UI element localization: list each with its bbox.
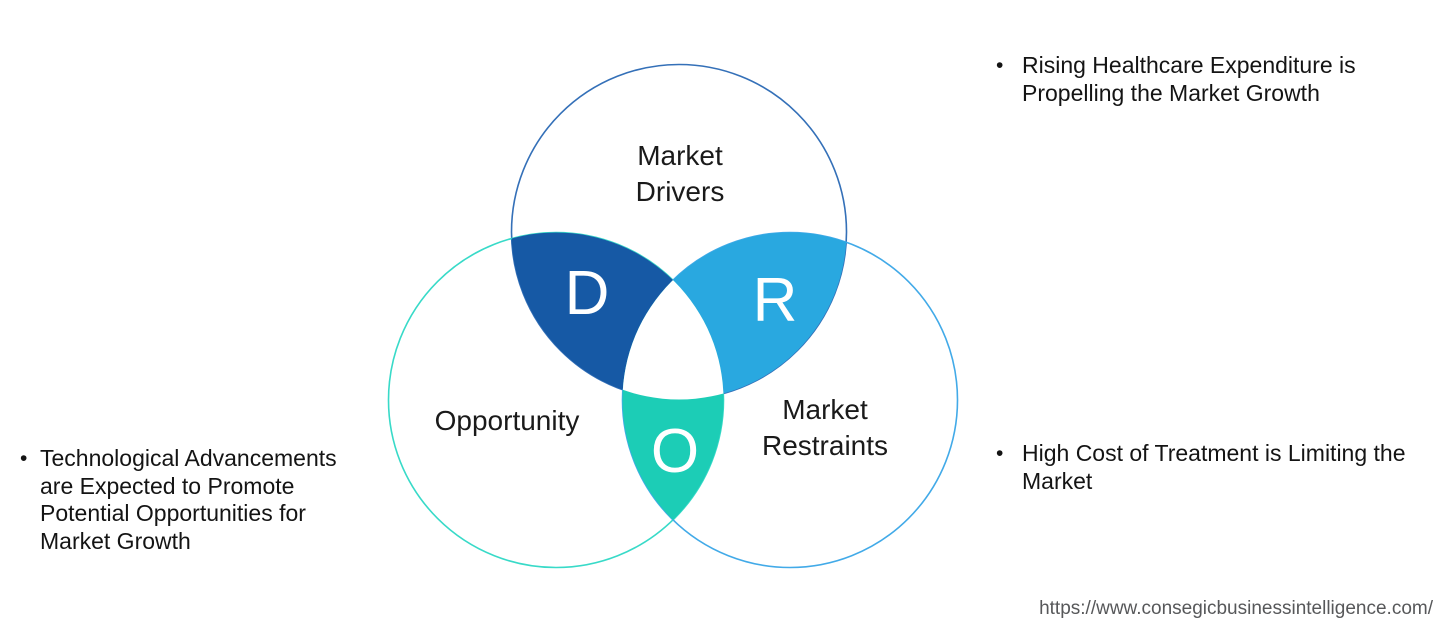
bullet-driver-note-text: Rising Healthcare Expenditure is Propell… bbox=[1022, 52, 1356, 107]
bullet-restraint-note-text: High Cost of Treatment is Limiting the M… bbox=[1022, 440, 1406, 495]
market-drivers-label-line2: Drivers bbox=[636, 176, 725, 207]
bullet-line: Technological Advancements bbox=[40, 445, 337, 471]
opportunity-letter: O bbox=[651, 417, 699, 486]
bullet-line: High Cost of Treatment is Limiting the bbox=[1022, 440, 1406, 466]
drivers-letter: D bbox=[565, 259, 610, 328]
bullet-icon: • bbox=[996, 54, 1004, 77]
drivers-overlap-region bbox=[511, 232, 724, 400]
market-restraints-label-line1: Market bbox=[782, 394, 868, 425]
bullet-line: are Expected to Promote bbox=[40, 472, 295, 499]
opportunity-label: Opportunity bbox=[435, 405, 580, 436]
bullet-line: Market bbox=[1022, 467, 1093, 494]
market-restraints-label-line2: Restraints bbox=[762, 430, 888, 461]
bullet-driver-note: • Rising Healthcare Expenditure is Prope… bbox=[996, 52, 1356, 107]
restraints-overlap-region bbox=[622, 232, 847, 400]
bullet-line: Market Growth bbox=[40, 527, 191, 554]
restraints-letter: R bbox=[753, 266, 798, 335]
bullet-line: Rising Healthcare Expenditure is bbox=[1022, 52, 1356, 78]
bullet-line: Propelling the Market Growth bbox=[1022, 79, 1320, 106]
source-url: https://www.consegicbusinessintelligence… bbox=[1039, 598, 1433, 619]
bullet-opportunity-note-text: Technological Advancements are Expected … bbox=[40, 445, 337, 555]
bullet-icon: • bbox=[20, 447, 28, 470]
market-drivers-label-line1: Market bbox=[637, 140, 723, 171]
bullet-opportunity-note: • Technological Advancements are Expecte… bbox=[20, 445, 337, 555]
bullet-restraint-note: • High Cost of Treatment is Limiting the… bbox=[996, 440, 1406, 495]
bullet-line: Potential Opportunities for bbox=[40, 500, 306, 526]
bullet-icon: • bbox=[996, 442, 1004, 465]
